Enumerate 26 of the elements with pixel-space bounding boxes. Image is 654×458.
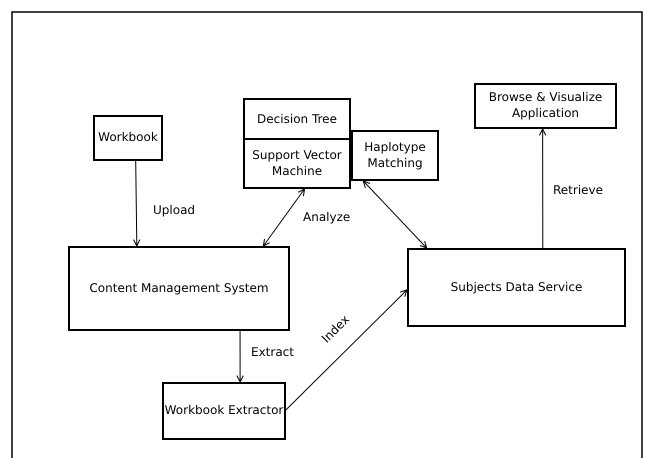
process-box [243,138,351,189]
box-label: Browse & Visualize Application [488,90,604,122]
box-label: Decision Tree [257,112,337,128]
box-label: Haplotype Matching [363,140,427,172]
box-label: Workbook Extractor [164,403,284,419]
process-box [243,98,351,141]
edge-label: Retrieve [552,183,604,197]
arrow [133,160,140,247]
arrow [262,188,306,247]
process-box [162,382,286,440]
arrow [286,289,408,410]
process-box [68,246,290,331]
edge-label: Extract [250,345,295,359]
edge-label: Upload [152,203,196,217]
process-box [351,130,439,181]
arrow [236,330,244,383]
arrow [538,128,546,248]
box-label: Content Management System [89,280,269,296]
box-label: Workbook [98,130,158,146]
process-box [474,83,617,129]
box-label: Subjects Data Service [450,280,582,296]
process-box [407,248,626,327]
label-text: Analyze [302,210,352,224]
box-label: Support Vector Machine [251,148,343,180]
process-box [93,115,163,161]
arrow [362,180,428,249]
